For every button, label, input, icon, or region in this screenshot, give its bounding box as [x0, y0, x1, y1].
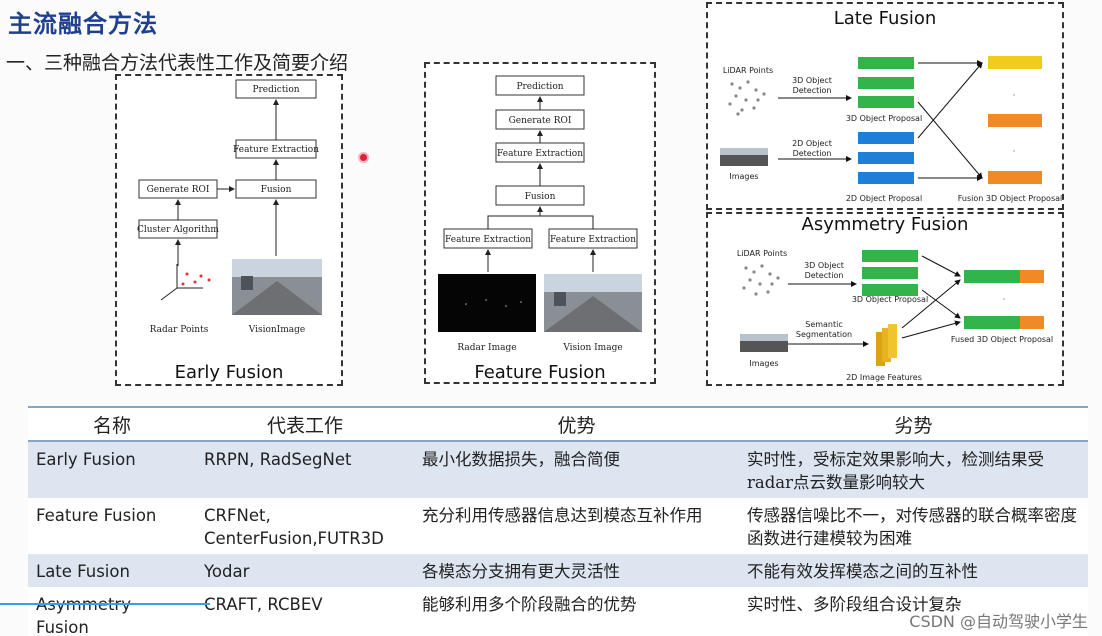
lf-3d-detection-label: 3D Object — [792, 76, 832, 85]
watermark: CSDN @自动驾驶小学生 — [909, 612, 1088, 631]
cell-works: Yodar — [196, 554, 414, 587]
af-fused-proposal-label: Fused 3D Object Proposal — [951, 335, 1053, 344]
cell-name: Asymmetry Fusion — [28, 587, 196, 636]
cell-works: CRFNet, CenterFusion,FUTR3D — [196, 498, 414, 554]
lf-lidar-cloud — [728, 80, 766, 116]
ff-fusion-label: Fusion — [525, 192, 556, 202]
lf-lidar-label: LiDAR Points — [723, 66, 773, 75]
af-image-features-label: 2D Image Features — [846, 373, 922, 382]
late-fusion-caption: Late Fusion — [833, 8, 937, 29]
cell-name: Late Fusion — [28, 554, 196, 587]
lf-images-thumb — [720, 148, 768, 166]
lf-3d-detection-label-2: Detection — [793, 86, 832, 95]
table-row: Late Fusion Yodar 各模态分支拥有更大灵活性 不能有效发挥模态之… — [28, 554, 1088, 587]
cell-disadvantage: 不能有效发挥模态之间的互补性 — [739, 554, 1088, 587]
lf-3d-proposal-label: 3D Object Proposal — [846, 114, 922, 123]
af-3d-proposal-label: 3D Object Proposal — [852, 295, 928, 304]
cell-name: Feature Fusion — [28, 498, 196, 554]
lf-2d-detection-label: 2D Object — [792, 139, 832, 148]
af-lidar-label: LiDAR Points — [737, 249, 787, 258]
ff-feature-extraction-label: Feature Extraction — [497, 149, 583, 159]
comparison-table: 名称 代表工作 优势 劣势 Early Fusion RRPN, RadSegN… — [28, 406, 1088, 636]
cell-advantage: 各模态分支拥有更大灵活性 — [414, 554, 739, 587]
ff-prediction-box — [495, 75, 585, 96]
cell-advantage: 充分利用传感器信息达到模态互补作用 — [414, 498, 739, 554]
progress-line — [0, 603, 210, 605]
lf-fusion-proposal-label: Fusion 3D Object Proposal — [958, 194, 1062, 203]
late-fusion-diagram: LiDAR Points 3D Object Detection 3D Obje… — [720, 56, 1062, 203]
svg-text:·: · — [1003, 295, 1006, 304]
ef-cluster-label: Cluster Algorithm — [137, 225, 219, 235]
ff-feature-extraction-left-label: Feature Extraction — [445, 235, 531, 245]
early-fusion-caption: Early Fusion — [174, 362, 284, 383]
af-feature-stack — [876, 324, 897, 366]
header-works: 代表工作 — [196, 406, 414, 442]
af-3d-detection-label-2: Detection — [805, 271, 844, 280]
cell-advantage: 最小化数据损失，融合简便 — [414, 441, 739, 498]
af-images-thumb — [740, 334, 788, 352]
cell-advantage: 能够利用多个阶段融合的优势 — [414, 587, 739, 636]
ef-prediction-label: Prediction — [252, 85, 299, 95]
cell-disadvantage: 传感器信噪比不一，对传感器的联合概率密度函数进行建模较为困难 — [739, 498, 1088, 554]
header-disadvantage: 劣势 — [739, 406, 1088, 442]
ef-generate-roi-label: Generate ROI — [147, 185, 210, 195]
svg-text:·: · — [1013, 91, 1016, 100]
feature-fusion-diagram: Prediction Generate ROI Feature Extracti… — [438, 75, 642, 353]
feature-fusion-caption: Feature Fusion — [474, 362, 606, 383]
early-fusion-diagram: Prediction Feature Extraction Generate R… — [137, 79, 322, 335]
af-3d-detection-label: 3D Object — [804, 261, 844, 270]
ef-feature-extraction-label: Feature Extraction — [233, 145, 319, 155]
early-fusion-panel: Prediction Feature Extraction Generate R… — [115, 74, 343, 386]
asymmetry-fusion-caption: Asymmetry Fusion — [801, 214, 969, 235]
ff-vision-image-label: Vision Image — [562, 343, 622, 353]
ff-radar-image-label: Radar Image — [457, 343, 516, 353]
table-header-row: 名称 代表工作 优势 劣势 — [28, 406, 1088, 442]
lf-images-label: Images — [729, 172, 758, 181]
ef-prediction-box — [235, 79, 317, 99]
ff-generate-roi-label: Generate ROI — [509, 116, 572, 126]
ff-feature-extraction-right-label: Feature Extraction — [550, 235, 636, 245]
cell-works: RRPN, RadSegNet — [196, 441, 414, 498]
ef-vision-image-label: VisionImage — [248, 325, 305, 335]
table-row: Early Fusion RRPN, RadSegNet 最小化数据损失，融合简… — [28, 441, 1088, 498]
table-row: Feature Fusion CRFNet, CenterFusion,FUTR… — [28, 498, 1088, 554]
cell-disadvantage: 实时性、多阶段组合设计复杂 — [739, 587, 1088, 636]
asymmetry-fusion-diagram: LiDAR Points 3D Object Detection 3D Obje… — [737, 249, 1053, 382]
ef-fusion-label: Fusion — [261, 185, 292, 195]
page-title: 主流融合方法 — [8, 10, 158, 38]
ef-radar-points-label: Radar Points — [150, 325, 209, 335]
radar-image-thumbnail — [438, 274, 536, 332]
svg-text:·: · — [1013, 147, 1016, 156]
af-segmentation-label: Segmentation — [796, 330, 852, 339]
header-advantage: 优势 — [414, 406, 739, 442]
af-lidar-cloud — [742, 264, 780, 296]
radar-points-plot — [160, 264, 211, 301]
af-semantic-label: Semantic — [805, 320, 843, 329]
table-row: Asymmetry Fusion CRAFT, RCBEV 能够利用多个阶段融合… — [28, 587, 1088, 636]
section-subtitle: 一、三种融合方法代表性工作及简要介绍 — [6, 52, 349, 74]
vision-image-thumbnail — [232, 259, 322, 315]
lf-2d-detection-label-2: Detection — [793, 149, 832, 158]
late-fusion-panel: Late Fusion LiDAR Points 3D Object Detec… — [706, 2, 1064, 210]
asymmetry-fusion-panel: Asymmetry Fusion LiDAR Points 3D Object … — [706, 212, 1064, 386]
header-name: 名称 — [28, 406, 196, 442]
cell-name: Early Fusion — [28, 441, 196, 498]
ff-vision-image-thumbnail — [544, 274, 642, 332]
ff-prediction-label: Prediction — [516, 82, 563, 92]
cell-disadvantage: 实时性，受标定效果影响大，检测结果受radar点云数量影响较大 — [739, 441, 1088, 498]
pointer-dot — [358, 152, 369, 163]
lf-2d-proposal-label: 2D Object Proposal — [846, 194, 922, 203]
af-images-label: Images — [749, 359, 778, 368]
feature-fusion-panel: Prediction Generate ROI Feature Extracti… — [424, 62, 656, 384]
cell-works: CRAFT, RCBEV — [196, 587, 414, 636]
